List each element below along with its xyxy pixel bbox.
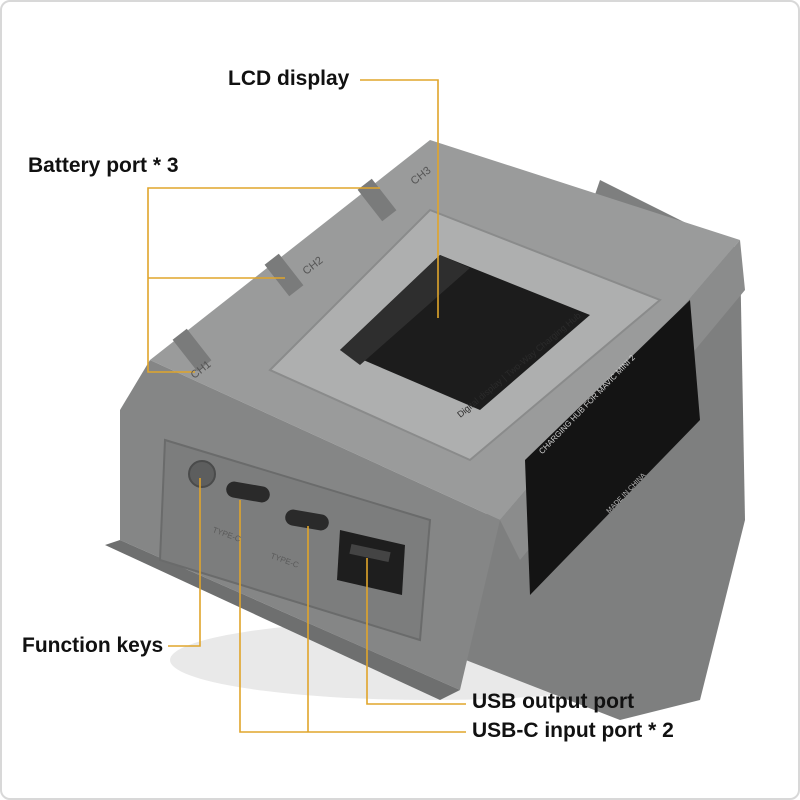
battery-port-2 xyxy=(264,253,304,297)
usb-c-input-label: USB-C input port * 2 xyxy=(472,719,674,742)
usb-c-port-2 xyxy=(285,509,329,531)
label-panel xyxy=(525,300,700,595)
usb-output-label: USB output port xyxy=(472,690,635,713)
device-bottom-edge xyxy=(105,540,460,700)
leader-usb-output xyxy=(366,558,466,705)
battery-port-3 xyxy=(357,178,397,222)
leader-lines xyxy=(147,79,466,733)
battery-port-label: Battery port * 3 xyxy=(28,154,179,177)
function-keys-label: Function keys xyxy=(22,634,164,657)
function-key-button xyxy=(188,460,216,488)
usb-c-port-1 xyxy=(226,481,270,503)
battery-port-1 xyxy=(172,328,212,372)
leader-lcd xyxy=(360,79,439,318)
leader-usb-c-1 xyxy=(239,500,466,733)
lcd-display-label: LCD display xyxy=(228,67,350,90)
leader-battery-bracket xyxy=(147,187,380,373)
usb-output-tongue xyxy=(349,543,391,563)
leader-function-keys xyxy=(168,478,201,647)
